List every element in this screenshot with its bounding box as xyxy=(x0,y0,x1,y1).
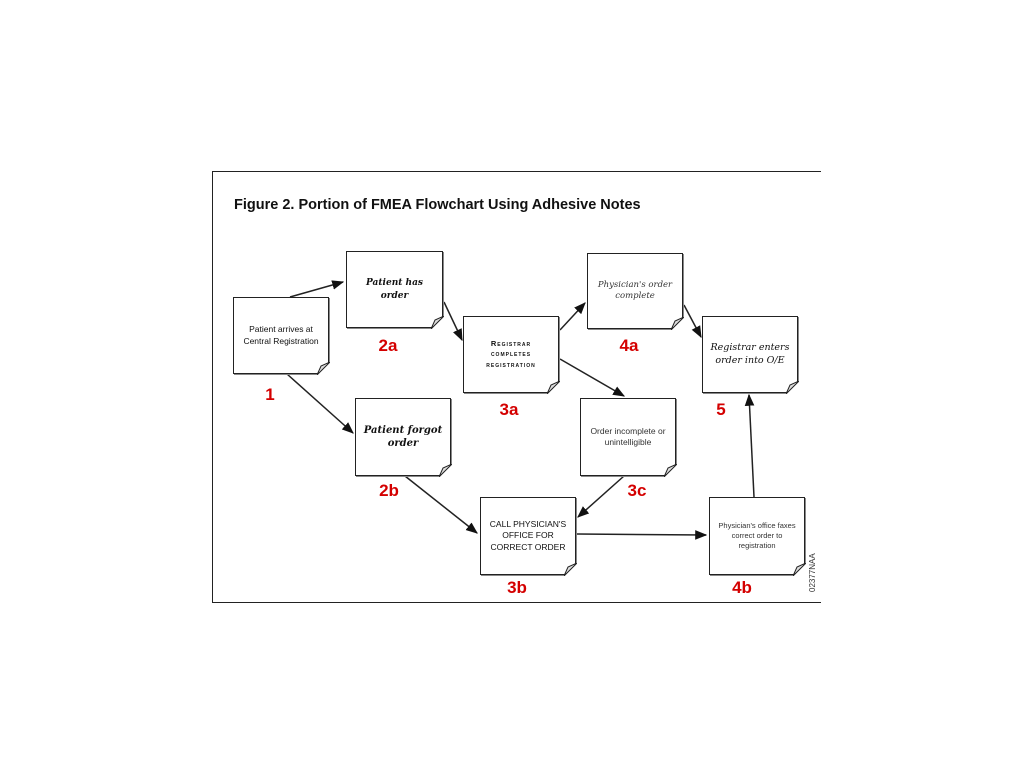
arrow-1-to-2a xyxy=(289,280,345,298)
note-step-3a-text: Registrar completes registration xyxy=(486,339,536,369)
note-step-4a-text: Physician's order complete xyxy=(597,279,673,301)
note-step-4a: Physician's order complete xyxy=(587,253,684,330)
note-step-4b-text: Physician's office faxes correct order t… xyxy=(718,520,796,551)
arrow-3b-to-4b xyxy=(576,530,708,540)
page-curl-icon xyxy=(546,380,560,394)
note-step-2b: Patient forgot order xyxy=(355,398,452,477)
note-step-3a: Registrar completes registration xyxy=(463,316,560,394)
step-label-1: 1 xyxy=(265,385,275,404)
page-curl-icon xyxy=(785,380,799,394)
note-step-3b-text: CALL PHYSICIAN'S OFFICE FOR CORRECT ORDE… xyxy=(489,518,567,552)
note-step-3c-text: Order incomplete or unintelligible xyxy=(590,425,666,447)
arrow-3a-to-3c xyxy=(559,358,626,397)
note-step-4b: Physician's office faxes correct order t… xyxy=(709,497,806,576)
arrow-3c-to-3b xyxy=(577,475,625,518)
arrow-3a-to-4a xyxy=(559,302,586,331)
note-step-1-text: Patient arrives at Central Registration xyxy=(243,324,319,346)
note-step-2b-text: Patient forgot order xyxy=(363,424,443,450)
note-step-5-text: Registrar enters order into O/E xyxy=(710,341,790,366)
note-step-5: Registrar enters order into O/E xyxy=(702,316,799,394)
figure-frame xyxy=(212,171,821,603)
step-label-4a: 4a xyxy=(619,336,639,355)
note-step-3b: CALL PHYSICIAN'S OFFICE FOR CORRECT ORDE… xyxy=(480,497,577,576)
page-curl-icon xyxy=(663,463,677,477)
page-curl-icon xyxy=(670,316,684,330)
arrow-4b-to-5 xyxy=(744,393,755,498)
page-curl-icon xyxy=(792,562,806,576)
page-curl-icon xyxy=(430,315,444,329)
note-step-2a-text: Patient has order xyxy=(366,278,423,301)
page-curl-icon xyxy=(438,463,452,477)
note-step-2a: Patient has order xyxy=(346,251,444,329)
note-step-3c: Order incomplete or unintelligible xyxy=(580,398,677,477)
step-label-3a: 3a xyxy=(499,400,519,419)
arrow-2a-to-3a xyxy=(443,301,463,342)
figure-title: Figure 2. Portion of FMEA Flowchart Usin… xyxy=(234,197,641,213)
arrow-4a-to-5 xyxy=(683,304,702,339)
arrow-2b-to-3b xyxy=(404,475,478,534)
step-label-2a: 2a xyxy=(378,336,398,355)
note-step-1: Patient arrives at Central Registration xyxy=(233,297,330,375)
step-label-4b: 4b xyxy=(732,578,752,597)
step-label-3c: 3c xyxy=(627,481,647,500)
arrow-1-to-2b xyxy=(286,373,354,434)
step-label-5: 5 xyxy=(716,400,726,419)
page-curl-icon xyxy=(316,361,330,375)
page-curl-icon xyxy=(563,562,577,576)
step-label-3b: 3b xyxy=(507,578,527,597)
step-label-2b: 2b xyxy=(379,481,399,500)
figure-code: 02377NAA xyxy=(808,553,817,592)
